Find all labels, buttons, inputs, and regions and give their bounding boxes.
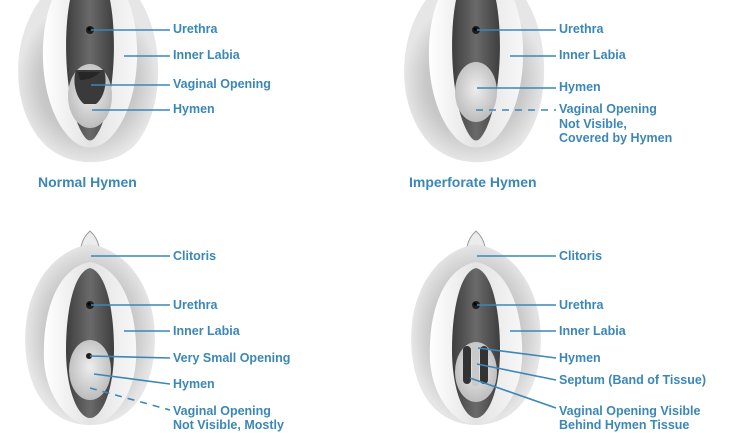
imperforate-hymen-illustration [404,0,545,163]
label-urethra: Urethra [173,22,218,36]
label-vaginal-opening-line-3: Covered by Hymen [559,131,673,145]
normal-hymen-illustration [18,0,159,163]
septate-hymen-illustration [411,230,541,425]
microperforate-hymen-illustration [25,230,155,425]
septum [472,344,479,386]
leader-lines [89,29,557,411]
title-imperforate-hymen: Imperforate Hymen [409,174,537,190]
label-inner-labia: Inner Labia [559,324,626,338]
label-clitoris: Clitoris [173,249,217,263]
hymen [455,62,497,122]
leader-hymen [477,347,557,359]
leader-vaginal-opening [469,377,557,409]
leader-septum [476,363,557,381]
opening-left [463,346,471,384]
label-vaginal-opening-line-1: Vaginal Opening [173,404,271,418]
title-normal-hymen: Normal Hymen [38,174,137,190]
label-urethra: Urethra [559,298,604,312]
label-very-small-opening: Very Small Opening [173,351,291,365]
label-urethra: Urethra [173,298,218,312]
label-inner-labia: Inner Labia [559,48,626,62]
label-vaginal-opening-line-2: Not Visible, Mostly [173,418,284,432]
label-vaginal-opening: Vaginal Opening [173,77,271,91]
leader-vaginal-opening [89,387,171,411]
leader-small-opening [89,355,171,359]
label-vaginal-opening-line-2: Not Visible, [559,116,627,131]
label-hymen: Hymen [559,80,601,94]
label-vaginal-opening-line-1: Vaginal Opening Visible [559,404,701,418]
label-hymen: Hymen [559,351,601,365]
hymen [69,340,111,400]
label-septum: Septum (Band of Tissue) [559,373,707,387]
label-vaginal-opening-line-2: Behind Hymen Tissue [559,418,690,432]
label-hymen: Hymen [173,102,215,116]
label-urethra: Urethra [559,22,604,36]
label-vaginal-opening-line-1: Vaginal Opening [559,102,657,116]
label-clitoris: Clitoris [559,249,603,263]
very-small-opening [86,353,92,359]
label-inner-labia: Inner Labia [173,324,240,338]
label-hymen: Hymen [173,377,215,391]
leader-hymen [93,373,171,385]
label-inner-labia: Inner Labia [173,48,240,62]
